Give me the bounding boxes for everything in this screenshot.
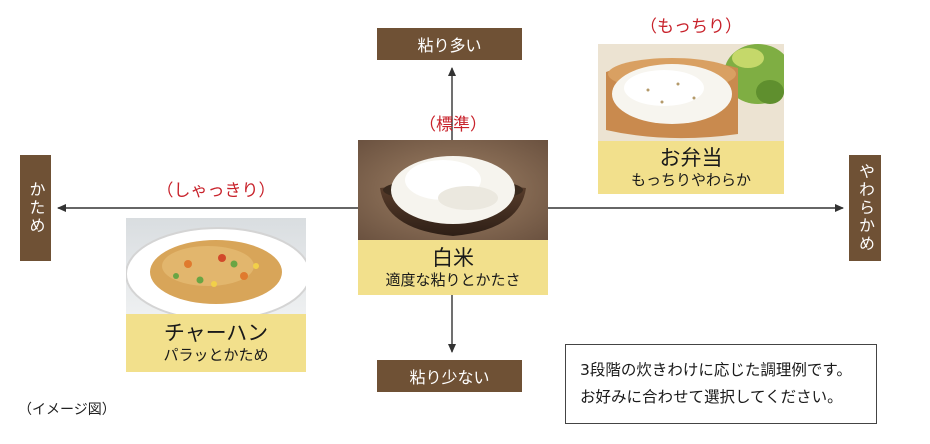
card-fried-rice: チャーハン パラッとかため	[126, 218, 306, 372]
bento-title: お弁当	[659, 145, 723, 170]
axis-label-sticky-less: 粘り少ない	[377, 360, 522, 392]
card-white-rice: 白米 適度な粘りとかたさ	[358, 140, 548, 295]
bento-photo	[598, 44, 784, 141]
fried-rice-photo	[126, 218, 306, 314]
card-bento: お弁当 もっちりやわらか	[598, 44, 784, 194]
bento-caption: お弁当 もっちりやわらか	[598, 141, 784, 194]
white-rice-photo	[358, 140, 548, 240]
note-box: 3段階の炊きわけに応じた調理例です。 お好みに合わせて選択してください。	[565, 344, 877, 424]
fried-rice-title: チャーハン	[163, 321, 269, 345]
white-rice-subtitle: 適度な粘りとかたさ	[385, 270, 521, 289]
bento-subtitle: もっちりやわらか	[630, 170, 751, 189]
axis-label-soft: やわらかめ	[849, 155, 881, 261]
tag-standard: （標準）	[419, 115, 487, 135]
tag-chewy: （もっちり）	[640, 17, 742, 37]
white-rice-title: 白米	[432, 245, 474, 270]
axis-label-sticky-more: 粘り多い	[377, 28, 522, 60]
note-line-2: お好みに合わせて選択してください。	[580, 388, 843, 406]
axis-label-firm: かため	[20, 155, 51, 261]
fried-rice-caption: チャーハン パラッとかため	[126, 314, 306, 372]
fried-rice-subtitle: パラッとかため	[163, 346, 269, 364]
white-rice-caption: 白米 適度な粘りとかたさ	[358, 240, 548, 295]
tag-crisp: （しゃっきり）	[156, 181, 276, 201]
image-note: （イメージ図）	[18, 402, 116, 418]
note-line-1: 3段階の炊きわけに応じた調理例です。	[580, 361, 852, 379]
